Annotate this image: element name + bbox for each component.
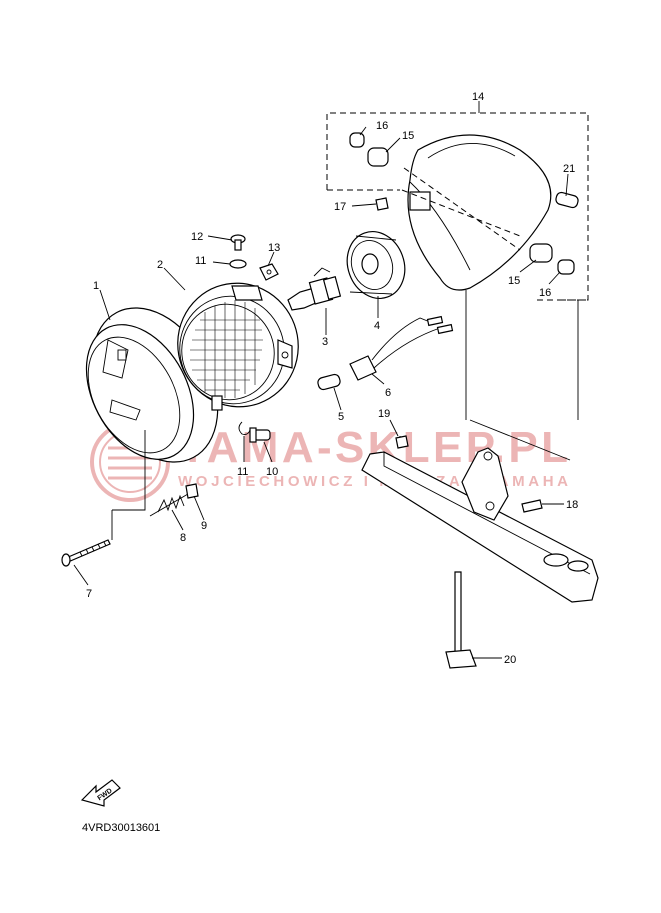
part-2-headlight-unit [177,282,299,411]
fwd-arrow-icon: FWD [80,779,121,807]
label-part-11-upper: 11 [195,255,206,267]
label-part-16-upper: 16 [376,120,388,132]
part-9-nut [185,483,199,499]
part-21-collar [555,191,579,209]
part-16-collar-lower [557,259,575,275]
part-17-nut [375,197,389,211]
label-part-2: 2 [157,259,163,271]
part-4-bulb-cover [346,231,406,299]
label-part-19: 19 [378,408,390,420]
part-6-socket-cord [349,315,454,381]
diagram-code: 4VRD30013601 [82,822,161,834]
part-20-cable-tie [445,571,477,669]
part-15-grommet-upper [367,147,389,167]
part-3-bulb [287,267,342,311]
reference-lines [111,290,579,540]
label-part-4: 4 [374,320,380,332]
headlight-stay [361,435,599,603]
part-13-nut [259,263,279,281]
part-11-clip-lower [238,421,251,435]
label-part-17: 17 [334,201,346,213]
label-part-12: 12 [191,231,203,243]
part-14-housing [401,134,552,291]
leader-lines [73,101,569,659]
part-16-collar-upper [349,132,365,148]
label-part-7: 7 [86,588,92,600]
label-part-10: 10 [266,466,278,478]
label-part-21: 21 [563,163,575,175]
label-part-11-lower: 11 [237,466,248,478]
label-part-1: 1 [93,280,99,292]
label-part-14: 14 [472,91,484,103]
part-numbers: 1 2 3 4 5 6 7 8 9 10 11 11 12 13 14 15 1… [86,91,578,666]
part-7-screw [61,539,111,567]
part-8-spring [149,493,189,517]
lens-grid [190,300,263,398]
label-part-8: 8 [180,532,186,544]
part-10-screw [249,427,271,443]
label-part-15-upper: 15 [402,130,414,142]
label-part-16-lower: 16 [539,287,551,299]
part-5-position-bulb [317,373,341,391]
label-part-3: 3 [322,336,328,348]
part-15-grommet-lower [529,243,553,263]
label-part-6: 6 [385,387,391,399]
label-part-20: 20 [504,654,516,666]
part-12-screw [230,234,246,251]
label-part-13: 13 [268,242,280,254]
label-part-15-lower: 15 [508,275,520,287]
label-part-5: 5 [338,411,344,423]
assembly-box-14 [326,112,589,301]
label-part-9: 9 [201,520,207,532]
label-part-18: 18 [566,499,578,511]
part-11-clip-upper [229,259,247,269]
